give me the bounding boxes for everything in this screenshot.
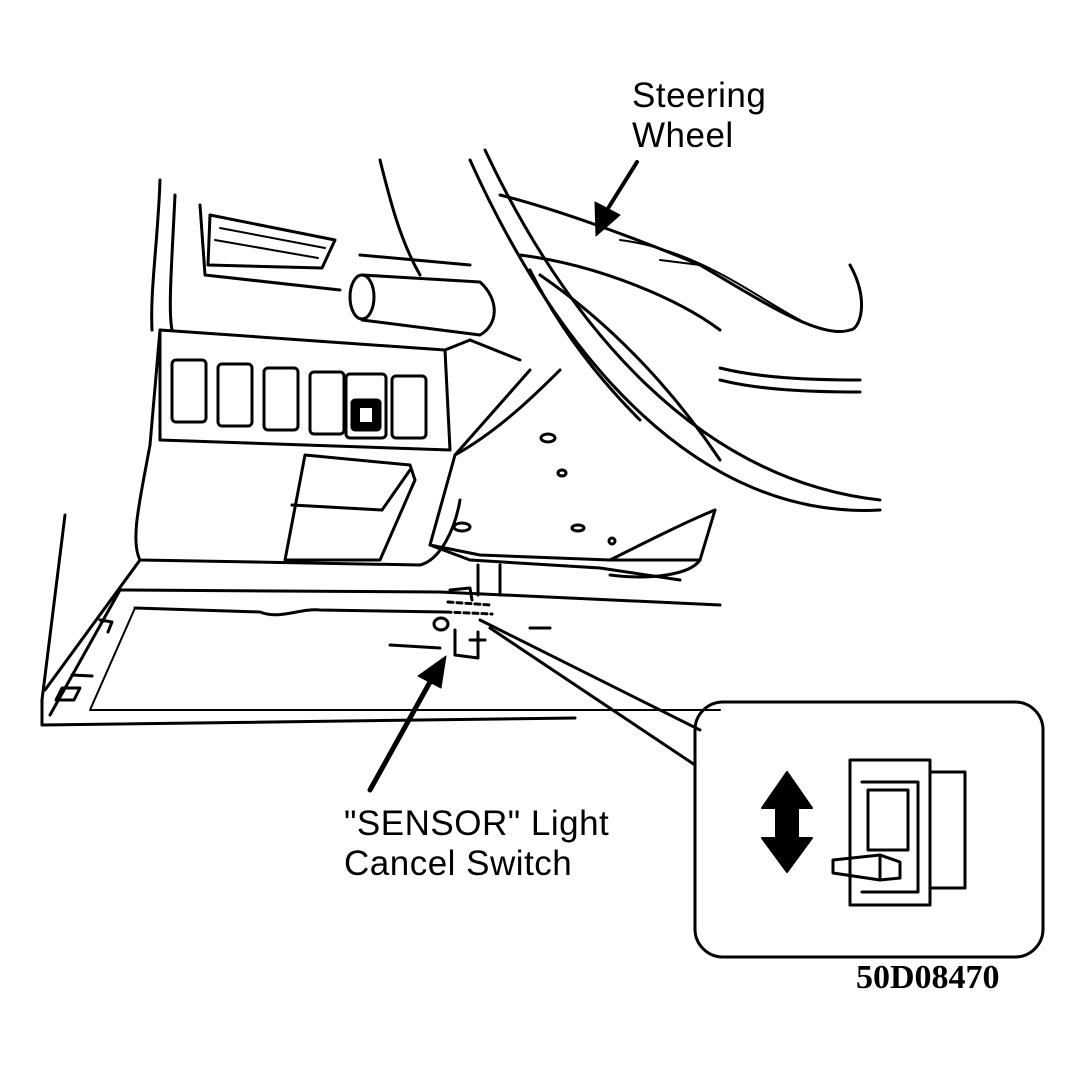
switch-detail-inset <box>693 700 1045 959</box>
steering-wheel-pointer <box>594 160 639 237</box>
sensor-switch-label: "SENSOR" Light Cancel Switch <box>344 804 609 884</box>
figure-code: 50D08470 <box>856 959 1000 996</box>
sensor-switch-label-line2: Cancel Switch <box>344 844 573 883</box>
instrument-panel <box>134 158 522 567</box>
cancel-switch-part <box>432 586 494 660</box>
steering-wheel-label: Steering Wheel <box>632 76 766 156</box>
inset-leader-lines <box>478 618 702 767</box>
lower-dashboard <box>40 513 722 727</box>
steering-wheel-label-line1: Steering <box>632 76 767 115</box>
up-down-double-arrow-icon <box>761 771 813 873</box>
sensor-switch-pointer <box>367 655 447 793</box>
steering-column-cover <box>428 368 717 597</box>
sensor-switch-label-line1: "SENSOR" Light <box>344 804 610 843</box>
steering-wheel <box>468 148 882 512</box>
steering-wheel-label-line2: Wheel <box>632 116 734 155</box>
